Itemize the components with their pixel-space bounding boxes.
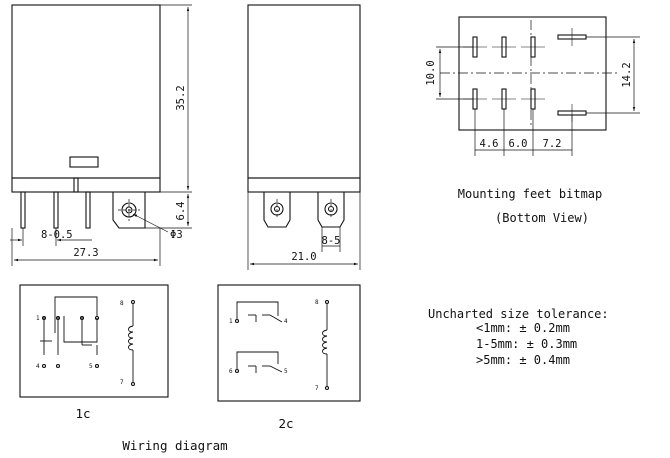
mounting-bitmap: [436, 16, 640, 156]
pin-pitch-dim-label: 8-0.5: [41, 229, 73, 241]
coil-icon: [128, 325, 134, 351]
wiring-1c: [19, 284, 169, 398]
relay-base-front: [11, 177, 161, 193]
pin-number: 7: [120, 379, 124, 386]
tolerance-line: <1mm: ± 0.2mm: [476, 321, 570, 335]
mount-bottom-dim-2: 6.0: [509, 138, 528, 150]
pin: [53, 191, 59, 229]
coil-icon: [322, 329, 328, 355]
wiring-title: Wiring diagram: [122, 438, 227, 453]
mount-right-dim-label: 14.2: [621, 62, 633, 87]
footprint-outline: [458, 16, 607, 131]
label-window: [69, 156, 99, 168]
mounting-tab: [112, 192, 146, 229]
relay-body-front: [11, 4, 161, 179]
tolerance-title: Uncharted size tolerance:: [428, 307, 609, 321]
pin-length-dim-label: 6.4: [175, 202, 187, 221]
mount-bottom-dim-1: 4.6: [480, 138, 499, 150]
wiring-2c: [217, 284, 361, 402]
wiring-frame-1c: [19, 284, 169, 398]
pin: [73, 177, 79, 193]
pin-number: 8: [315, 299, 319, 306]
front-view: [10, 4, 192, 266]
relay-base-side: [247, 177, 361, 193]
pin-number: 1: [229, 318, 233, 325]
pin-number: 5: [284, 368, 288, 375]
pin-number: 4: [36, 363, 40, 370]
width-dim-label: 27.3: [73, 247, 98, 259]
pin-number: 6: [229, 368, 233, 375]
side-view: [247, 4, 361, 270]
tolerance-line: >5mm: ± 0.4mm: [476, 353, 570, 367]
wiring-caption-2c: 2c: [278, 416, 293, 431]
pin-number: 4: [284, 318, 288, 325]
wiring-frame-2c: [217, 284, 361, 402]
relay-body-side: [247, 4, 361, 179]
pin: [85, 191, 91, 229]
mount-bottom-dim-3: 7.2: [543, 138, 562, 150]
hole-dim-label: Φ3: [170, 229, 183, 241]
pin-number: 8: [120, 300, 124, 307]
pin-number: 7: [315, 385, 319, 392]
pin-number: 5: [89, 363, 93, 370]
mounting-subtitle: (Bottom View): [495, 211, 589, 225]
tab-right: [317, 192, 345, 228]
side-pitch-dim-label: 8-5: [322, 235, 341, 247]
side-width-dim-label: 21.0: [291, 251, 316, 263]
wiring-caption-1c: 1c: [75, 406, 90, 421]
tolerance-line: 1-5mm: ± 0.3mm: [476, 337, 577, 351]
tab-left: [263, 192, 291, 228]
pin-number: 1: [36, 315, 40, 322]
height-dim-label: 35.2: [175, 85, 187, 110]
mount-left-dim-label: 10.0: [425, 60, 437, 85]
mounting-title: Mounting feet bitmap: [458, 187, 603, 201]
pin: [20, 191, 26, 229]
